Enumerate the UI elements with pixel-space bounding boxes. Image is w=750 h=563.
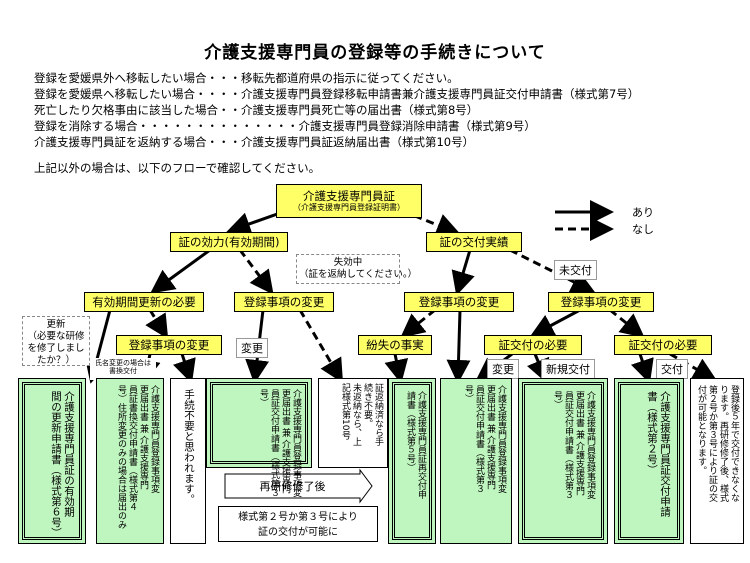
result-issue-text: 介護支援専門員証交付申請 書（様式第２号）	[646, 391, 671, 517]
note-name-change: 氏名変更の場合は 書換交付	[90, 358, 156, 380]
node-cert-need-1: 証交付の必要	[484, 335, 582, 355]
result-rewrite: 介護支援専門員登録事項変 更届出書 兼 介護支援専門 員証書換交付申請書（様式第…	[96, 378, 164, 544]
result-renewal-inner: 介護支援専門員証の有効期 間の更新申請書（様式第６号）	[22, 382, 82, 540]
result-change-issue-3-inner: 介護支援専門員登録事項変 更届出書 兼 介護支援専門 員証交付申請書（様式第３ …	[522, 382, 604, 540]
node-care-manager-card: 介護支援専門員証 （介護支援専門員登録証明書）	[276, 184, 422, 218]
result-expired-note: 登録後５年で交付できなくな ります。再研修修了後、様式 第２号か第３号により証の…	[690, 378, 744, 544]
result-rewrite-text: 介護支援専門員登録事項変 更届出書 兼 介護支援専門 員証書換交付申請書（様式第…	[116, 385, 159, 529]
result-change-issue-2: 介護支援専門員登録事項変 更届出書 兼 介護支援専門 員証交付申請書（様式第３ …	[440, 378, 512, 544]
page-title: 介護支援専門員の登録等の手続きについて	[204, 43, 546, 63]
legend-yes-label: あり	[632, 206, 654, 219]
label-new-issue: 新規交付	[541, 359, 595, 379]
node-reg-change-4: 登録事項の変更	[548, 292, 654, 312]
result-reissue-text: 介護支援専門員証再交付申 請書（様式第５号）	[405, 391, 426, 499]
result-change-issue-1-inner: 介護支援専門員登録事項変 更届出書 兼 介護支援専門 員証交付申請書（様式第３ …	[210, 382, 308, 497]
note-update: 更新 （必要な研修を修了しましたか？）	[22, 316, 90, 366]
result-change-issue-2-text: 介護支援専門員登録事項変 更届出書 兼 介護支援専門 員証交付申請書（様式第３ …	[463, 385, 506, 493]
label-change-2: 変更	[487, 359, 519, 379]
label-change-1: 変更	[236, 338, 268, 358]
label-issue: 交付	[656, 359, 688, 379]
node-card-title: 介護支援専門員証	[303, 188, 395, 203]
result-renewal: 介護支援専門員証の有効期 間の更新申請書（様式第６号）	[18, 378, 86, 544]
result-change-issue-1: 介護支援専門員登録事項変 更届出書 兼 介護支援専門 員証交付申請書（様式第３ …	[206, 378, 312, 497]
result-reissue: 介護支援専門員証再交付申 請書（様式第５号）	[388, 378, 436, 544]
intro-line-5: 介護支援専門員証を返納する場合・・・介護支援専門員証返納届出書（様式第10号）	[34, 135, 475, 149]
retrain-header: 再研修修了後	[259, 480, 326, 493]
legend-no-label: なし	[632, 223, 654, 236]
intro-line-2: 登録を愛媛県へ移転したい場合・・・・介護支援専門員登録移転申請書兼介護支援専門員…	[34, 87, 640, 101]
result-change-issue-1-text: 介護支援専門員登録事項変 更届出書 兼 介護支援専門 員証交付申請書（様式第３ …	[258, 389, 301, 497]
result-change-issue-3-text: 介護支援専門員登録事項変 更届出書 兼 介護支援専門 員証交付申請書（様式第３ …	[552, 391, 595, 499]
node-reg-change-2: 登録事項の変更	[116, 335, 222, 355]
result-change-issue-3: 介護支援専門員登録事項変 更届出書 兼 介護支援専門 員証交付申請書（様式第３ …	[518, 378, 608, 544]
flow-intro: 上記以外の場合は、以下のフローで確認してください。	[34, 161, 321, 175]
retrain-box: 様式第２号か第３号により 証の交付が可能に	[218, 506, 378, 542]
intro-line-3: 死亡したり欠格事由に該当した場合・・介護支援専門員死亡等の届出書（様式第8号）	[34, 103, 479, 117]
result-no-procedure-text: 手続不要と思われます。	[183, 389, 195, 505]
node-lost: 紛失の事実	[358, 335, 432, 355]
node-cert-need-2: 証交付の必要	[614, 335, 712, 355]
intro-line-1: 登録を愛媛県外へ移転したい場合・・・移転先都道府県の指示に従ってください。	[34, 71, 459, 85]
result-expired-note-text: 登録後５年で交付できなくな ります。再研修修了後、様式 第２号か第３号により証の…	[696, 385, 739, 502]
result-reissue-inner: 介護支援専門員証再交付申 請書（様式第５号）	[392, 382, 432, 540]
result-renewal-text: 介護支援専門員証の有効期 間の更新申請書（様式第６号）	[50, 391, 75, 538]
node-renew-need: 有効期間更新の必要	[84, 292, 204, 312]
node-card-subtitle: （介護支援専門員登録証明書）	[293, 203, 405, 213]
result-issue-inner: 介護支援専門員証交付申請 書（様式第２号）	[618, 382, 680, 540]
node-validity: 証の効力(有効期間)	[170, 232, 288, 252]
intro-line-4: 登録を消除する場合・・・・・・・・・・・・・・介護支援専門員登録消除申請書（様式…	[34, 119, 536, 133]
node-reg-change-3: 登録事項の変更	[404, 292, 514, 312]
result-no-procedure: 手続不要と思われます。	[170, 378, 206, 544]
node-issued: 証の交付実績	[426, 232, 522, 252]
label-not-issued: 未交付	[554, 260, 597, 280]
result-return-check-text: 証返納済なら手 続き不要。 未返納なら、上 記様式第10号	[340, 383, 383, 446]
result-return-check: 証返納済なら手 続き不要。 未返納なら、上 記様式第10号	[318, 378, 388, 468]
result-issue: 介護支援専門員証交付申請 書（様式第２号）	[614, 378, 684, 544]
note-expired: 失効中 （証を返納してください。）	[296, 254, 417, 284]
node-reg-change-1: 登録事項の変更	[234, 292, 334, 312]
